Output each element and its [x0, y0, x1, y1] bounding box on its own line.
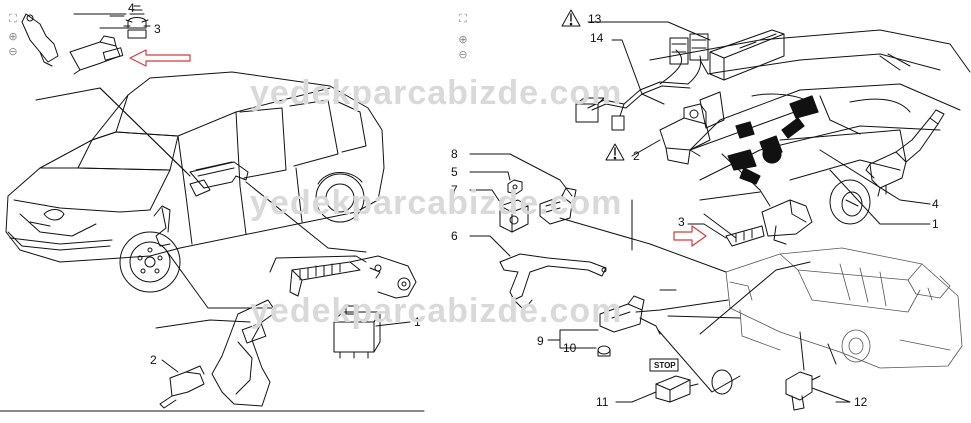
watermark-text: yedekparcabizde.com: [250, 292, 622, 330]
right-part-9-switch: [599, 295, 661, 335]
warning-triangle-icon: [605, 143, 625, 161]
callout-right-4: 4: [932, 197, 939, 211]
fit-screen-icon[interactable]: ⛶: [9, 12, 17, 25]
right-pointer-arrow: [673, 225, 707, 247]
right-part-3-ignition: [725, 199, 813, 247]
right-part-11-stop-switch: [655, 375, 699, 403]
callout-right-6: 6: [451, 229, 458, 243]
callout-right-9: 9: [537, 334, 544, 348]
right-part-2-switch: [659, 103, 711, 165]
fit-screen-icon[interactable]: ⛶: [459, 12, 467, 25]
callout-left-3: 3: [154, 22, 161, 36]
right-part-8-switch: [539, 187, 577, 225]
right-part-14-harness: [575, 33, 721, 131]
zoom-out-icon[interactable]: ⊖: [458, 48, 468, 61]
left-part-3-stalk: [69, 35, 124, 75]
right-part-1-cover: [829, 179, 871, 225]
zoom-in-icon[interactable]: ⊕: [458, 33, 468, 46]
callout-right-11: 11: [596, 395, 609, 409]
callout-right-1: 1: [932, 217, 939, 231]
watermark-text: yedekparcabizde.com: [250, 184, 622, 222]
left-pointer-arrow: [129, 49, 191, 67]
callout-right-10: 10: [563, 341, 577, 355]
right-leader-lines: [469, 21, 931, 403]
callout-right-8: 8: [451, 147, 458, 161]
right-steering-switch-block: [727, 95, 819, 185]
stop-label: STOP: [654, 361, 676, 370]
left-part-brake-pedal-switch: [153, 205, 171, 247]
left-part-1-pedal-switch: [289, 255, 417, 359]
right-part-13-connector: [709, 29, 785, 81]
callout-right-5: 5: [451, 165, 458, 179]
left-car-drawing: [5, 71, 385, 293]
right-part-10-bolt: [597, 345, 611, 357]
callout-right-7: 7: [451, 183, 458, 197]
watermark-text: yedekparcabizde.com: [250, 74, 622, 112]
callout-left-2: 2: [150, 353, 157, 367]
left-part-4-stalk: [21, 13, 59, 67]
callout-right-2: 2: [633, 149, 640, 163]
right-pedal-pad: [711, 369, 733, 395]
callout-right-14: 14: [590, 31, 604, 45]
zoom-in-icon[interactable]: ⊕: [8, 30, 18, 43]
zoom-out-icon[interactable]: ⊖: [8, 45, 18, 58]
left-part-switch-dashboard: [189, 161, 249, 189]
right-part-5-nut: [507, 179, 523, 195]
callout-right-12: 12: [854, 395, 868, 409]
left-part-2-sensor-bracket: [159, 299, 277, 409]
callout-left-4: 4: [128, 1, 135, 15]
callout-right-3: 3: [678, 215, 685, 229]
callout-left-1: 1: [414, 315, 421, 329]
right-car-drawing: [725, 247, 963, 369]
callout-right-13: 13: [588, 12, 602, 26]
right-part-4-stalk: [865, 109, 945, 197]
headlight-symbol-icon: [123, 5, 151, 39]
right-part-6-bracket: [499, 253, 607, 311]
warning-triangle-icon: [561, 9, 581, 27]
right-part-12-switch: [785, 371, 821, 411]
stop-label-box: [649, 358, 679, 372]
left-leader-lines: [35, 13, 411, 373]
